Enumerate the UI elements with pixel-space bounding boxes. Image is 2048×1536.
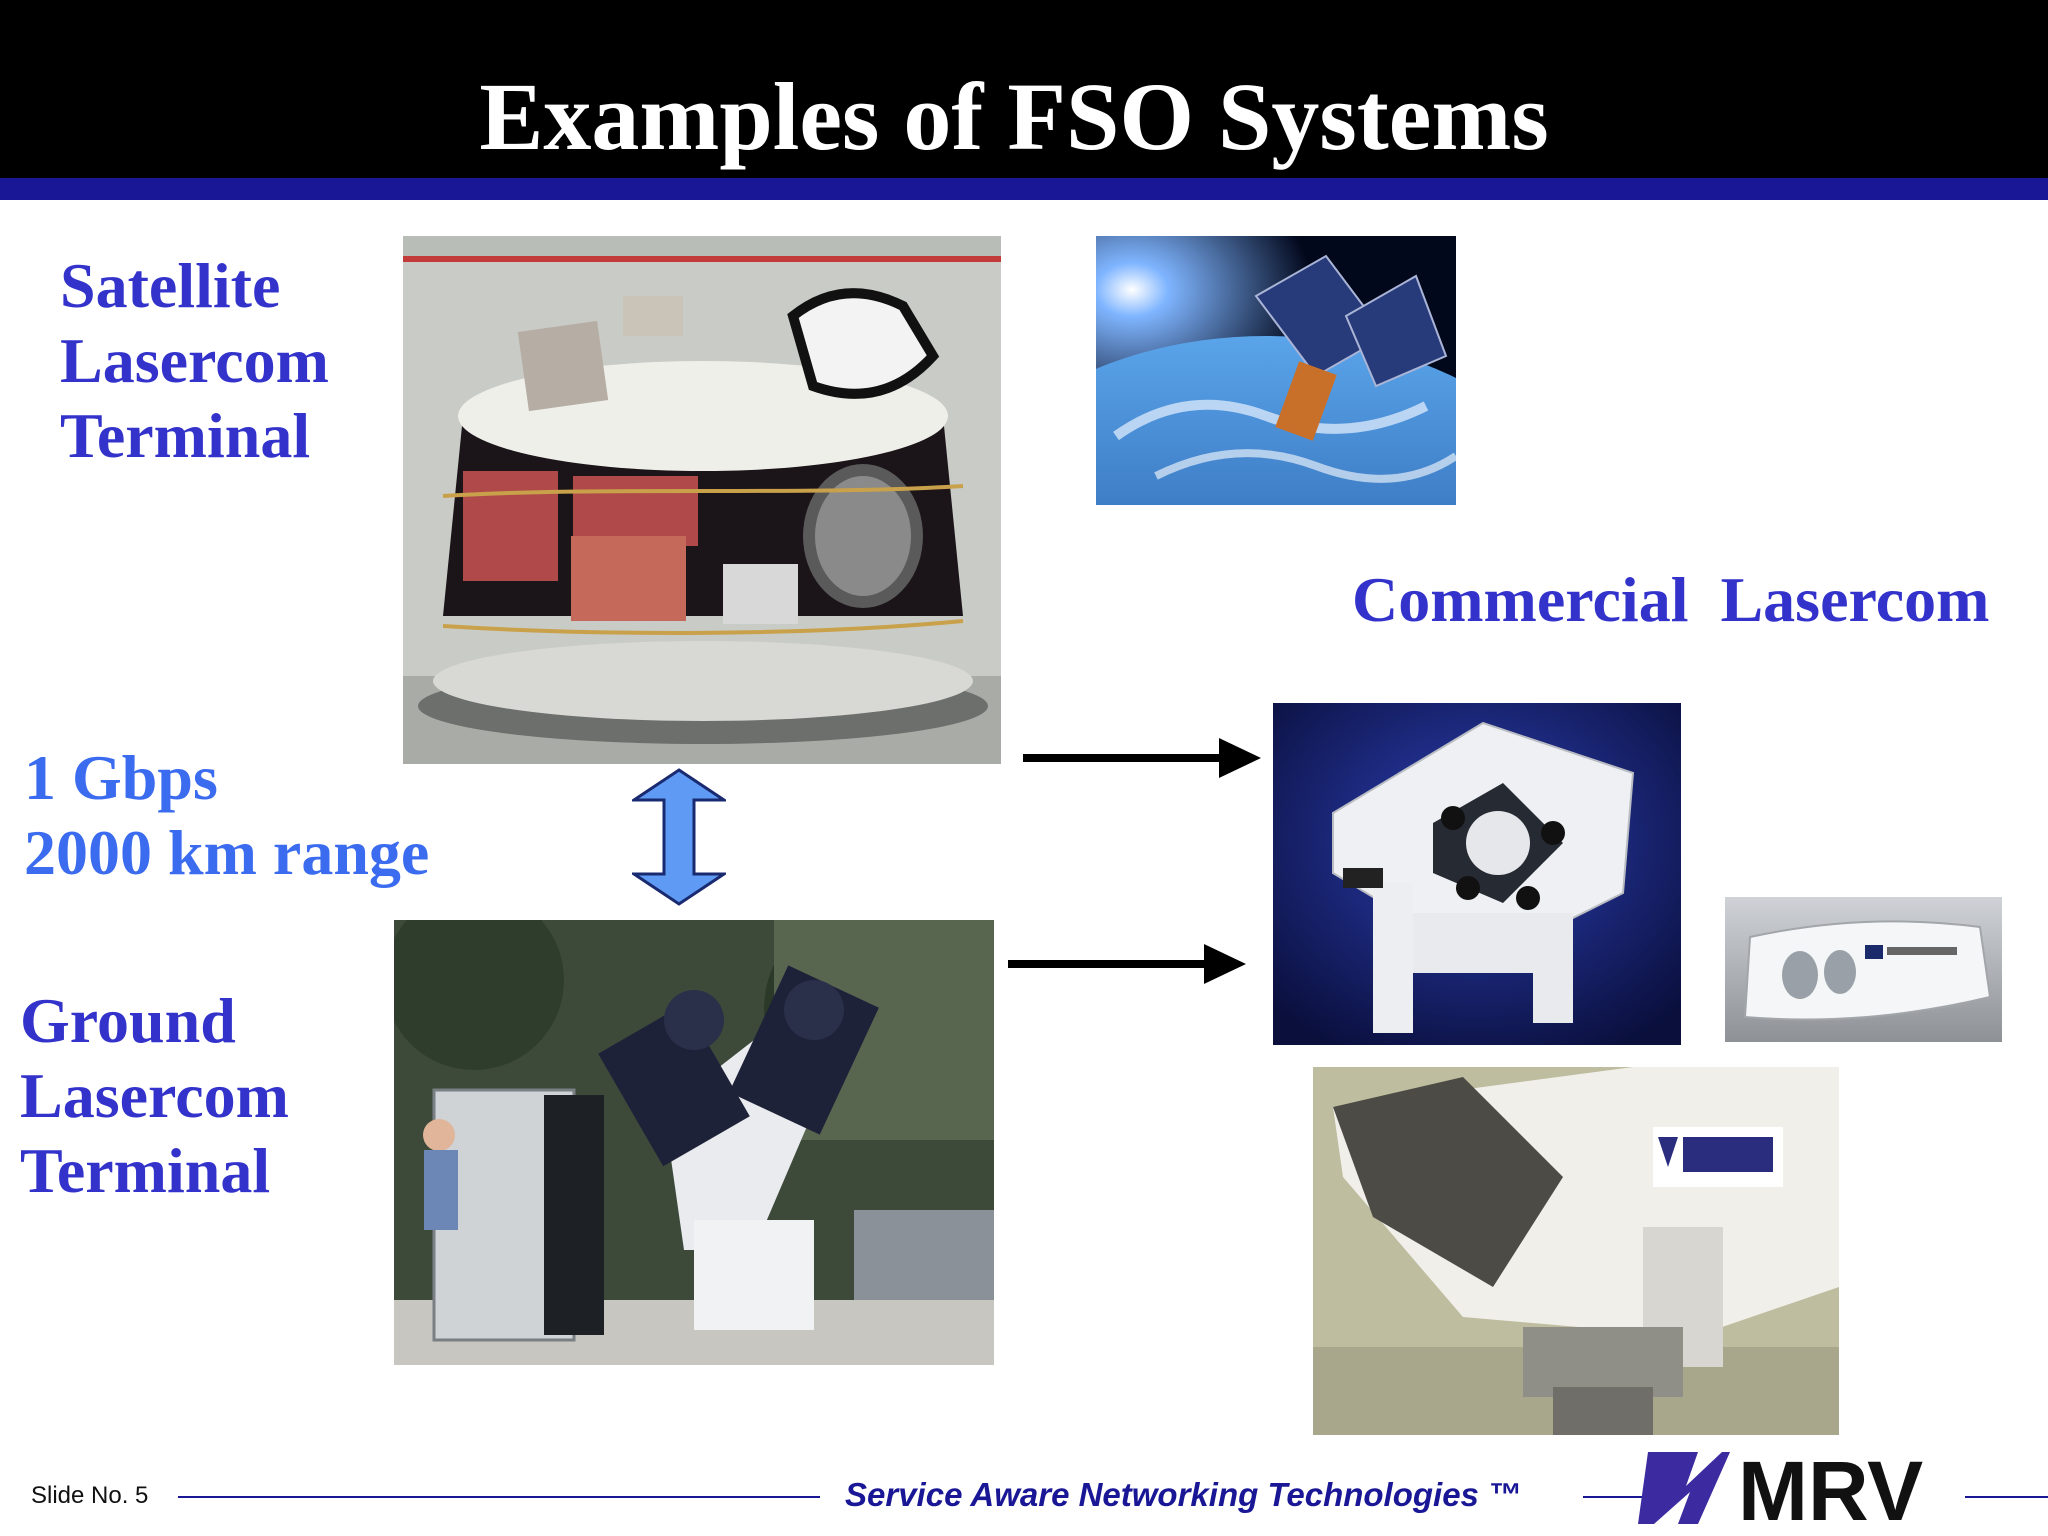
ground-label: Ground Lasercom Terminal [20,983,289,1208]
double-arrow-icon [629,768,729,906]
rate-label-line: 2000 km range [24,817,430,888]
footer-divider [1583,1496,1643,1498]
ground-label-line: Terminal [20,1135,271,1206]
mrv-logo-text: MRV [1738,1448,1923,1528]
footer-divider [1965,1496,2048,1498]
satellite-label-line: Lasercom [60,325,329,396]
ground-label-line: Lasercom [20,1060,289,1131]
footer-tagline: Service Aware Networking Technologies ™ [845,1476,1522,1513]
right-arrow-icon [1008,942,1248,986]
satellite-terminal-photo [403,236,1001,764]
slide-header [0,0,2048,178]
slide-number: Slide No. 5 [31,1482,149,1509]
ground-label-line: Ground [20,985,236,1056]
header-accent-bar [0,178,2048,200]
footer-divider [178,1496,820,1498]
satellite-label-line: Satellite [60,250,281,321]
satellite-label-line: Terminal [60,400,311,471]
optical-access-terminal-photo [1725,897,2002,1042]
slide-title: Examples of FSO Systems [479,63,1549,170]
right-arrow-icon [1023,736,1263,780]
mrv-terminal-photo [1313,1067,1839,1435]
ground-terminal-photo [394,920,994,1365]
satellite-orbit-photo [1096,236,1456,505]
commercial-label: Commercial Lasercom [1352,564,1990,635]
rate-label-line: 1 Gbps [24,742,218,813]
commercial-terminal-photo [1273,703,1681,1045]
rate-label: 1 Gbps 2000 km range [24,740,429,890]
satellite-label: Satellite Lasercom Terminal [60,248,329,473]
mrv-logo: MRV [1638,1444,1964,1536]
